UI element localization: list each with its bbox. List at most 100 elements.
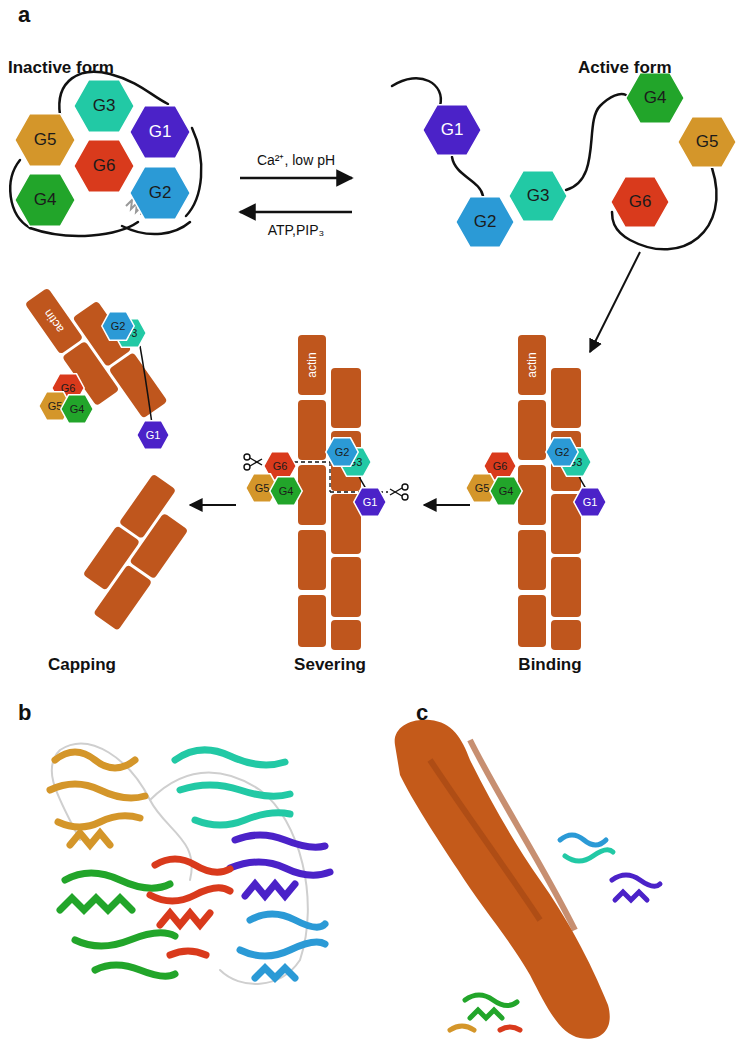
actin-filament — [551, 620, 581, 650]
domain-hexagon: G1 — [353, 487, 387, 517]
domain-label: G3 — [527, 186, 550, 206]
protein-ribbon — [612, 875, 660, 886]
hexagon-outline — [102, 312, 134, 340]
protein-ribbon — [150, 859, 230, 955]
domain-hexagon: G2 — [545, 437, 579, 467]
scissors-symbol — [402, 494, 408, 500]
domain-hexagon: G2 — [101, 311, 135, 341]
linker-line — [140, 346, 152, 424]
protein-ribbon — [95, 965, 175, 976]
domain-hexagon: G3 — [508, 170, 568, 222]
protein-ribbon — [50, 744, 330, 984]
domain-label: G4 — [499, 485, 514, 497]
hexagon-outline — [339, 448, 371, 476]
linker-line — [122, 222, 190, 234]
scissors-symbol — [390, 488, 402, 495]
protein-ribbon — [195, 813, 290, 825]
domain-label: G4 — [34, 190, 57, 210]
hexagon-outline — [61, 395, 93, 423]
actin-filament — [551, 368, 581, 428]
hexagon-outline — [490, 477, 522, 505]
domain-label: G4 — [279, 485, 294, 497]
domain-hexagon: G1 — [573, 487, 607, 517]
domain-label: G5 — [48, 400, 63, 412]
protein-ribbon — [175, 750, 285, 765]
actin-filament — [518, 595, 546, 647]
hexagon-outline — [423, 105, 481, 155]
domain-label: G2 — [149, 183, 172, 203]
flow-arrow — [424, 504, 470, 506]
actin-filament — [518, 400, 546, 460]
domain-label: G5 — [475, 482, 490, 494]
actin-filament — [298, 530, 326, 590]
actin-filament — [331, 368, 361, 428]
hexagon-outline — [270, 477, 302, 505]
flow-arrow — [590, 252, 640, 352]
protein-ribbon — [245, 884, 295, 896]
scissors-symbol — [390, 484, 408, 500]
scissors-symbol — [244, 454, 262, 470]
actin-label: actin — [525, 352, 539, 377]
activation-arrow — [240, 177, 352, 180]
panel-label: a — [18, 2, 48, 28]
panel-label: b — [18, 700, 48, 726]
protein-ribbon — [235, 835, 325, 847]
protein-ribbon — [450, 835, 660, 1030]
protein-ribbon — [470, 1010, 502, 1018]
protein-ribbon — [160, 913, 210, 925]
domain-hexagon: G3 — [73, 79, 135, 133]
domain-label: G1 — [583, 496, 598, 508]
actin-filament — [551, 557, 581, 617]
actin-filament — [298, 368, 361, 650]
actin-fragment — [68, 474, 203, 631]
domain-label: G2 — [555, 446, 570, 458]
domain-label: G6 — [273, 460, 288, 472]
domain-label: G2 — [335, 446, 350, 458]
heading-label: Inactive form — [8, 58, 168, 78]
domain-label: G1 — [149, 122, 172, 142]
actin-filament — [518, 530, 546, 590]
scissors-symbol — [244, 454, 250, 460]
protein-ribbon — [55, 752, 135, 768]
cut-line — [329, 462, 330, 492]
heading-label: Binding — [490, 655, 610, 675]
domain-hexagon: G4 — [625, 72, 685, 124]
domain-label: G4 — [70, 403, 85, 415]
protein-ribbon — [240, 942, 325, 956]
scissors-symbol — [402, 484, 408, 490]
hexagon-outline — [74, 80, 134, 132]
actin-filament — [298, 465, 326, 525]
protein-ribbon — [250, 914, 325, 927]
domain-label: G5 — [34, 130, 57, 150]
hexagon-outline — [546, 438, 578, 466]
flow-arrow — [190, 504, 236, 506]
actin-fragment — [129, 513, 188, 579]
actin-fragment — [93, 564, 152, 630]
hexagon-outline — [559, 448, 591, 476]
domain-label: G6 — [493, 460, 508, 472]
protein-ribbon — [70, 833, 110, 845]
inactivation-arrow — [240, 211, 352, 214]
protein-ribbon — [230, 835, 330, 896]
actin-filament — [109, 352, 168, 418]
protein-ribbon — [465, 995, 517, 1006]
hexagon-outline — [626, 73, 684, 123]
domain-label: G1 — [146, 429, 161, 441]
hexagon-outline — [130, 106, 190, 158]
domain-hexagon: G4 — [60, 394, 94, 424]
domain-hexagon: G4 — [14, 173, 76, 227]
domain-label: G5 — [255, 482, 270, 494]
hexagon-outline — [326, 438, 358, 466]
actin-filament — [298, 595, 326, 647]
protein-ribbon — [50, 784, 145, 798]
protein-ribbon — [50, 752, 145, 845]
hexagon-outline — [137, 421, 169, 449]
domain-label: G1 — [441, 120, 464, 140]
domain-hexagon: G2 — [455, 196, 515, 248]
arrow-label: ATP,PIP₃ — [226, 222, 366, 238]
protein-ribbon — [60, 898, 132, 910]
hexagon-outline — [574, 488, 606, 516]
domain-hexagon: G4 — [489, 476, 523, 506]
domain-label: G6 — [93, 156, 116, 176]
hexagon-outline — [611, 177, 669, 227]
